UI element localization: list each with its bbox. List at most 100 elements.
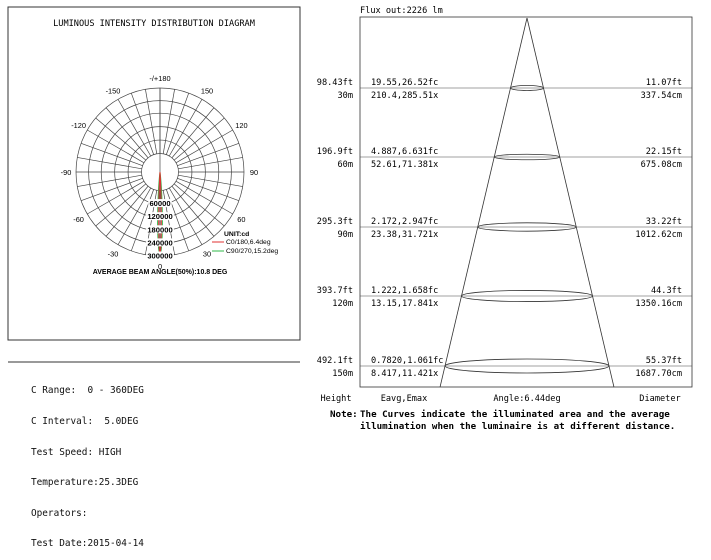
polar-spoke [117, 99, 152, 157]
height-m-label: 150m [332, 369, 353, 379]
polar-chart-title: LUMINOUS INTENSITY DISTRIBUTION DIAGRAM [53, 19, 255, 29]
illuminance-fc-label: 1.222,1.658fc [371, 286, 438, 296]
polar-spoke [175, 180, 233, 215]
height-ft-label: 393.7ft [317, 286, 353, 296]
info-test-speed: Test Speed: HIGH [31, 446, 122, 458]
illuminance-fc-label: 19.55,26.52fc [371, 78, 438, 88]
cone-diagram: 98.43ft30m19.55,26.52fc210.4,285.51x11.0… [317, 17, 692, 388]
illuminated-area-ellipse [510, 85, 544, 91]
polar-angle-label: -/+180 [149, 74, 170, 83]
diameter-cm-label: 337.54cm [641, 91, 682, 101]
unit-label: UNIT:cd [224, 231, 249, 238]
polar-spoke [171, 107, 215, 159]
polar-angle-label: 90 [250, 168, 258, 177]
info-c-interval: C Interval: 5.0DEG [31, 416, 139, 427]
illuminance-lx-label: 13.15,17.841x [371, 299, 438, 309]
legend-c90-label: C90/270,15.2deg [226, 248, 278, 255]
height-m-label: 120m [332, 299, 353, 309]
illuminance-lx-label: 23.38,31.721x [371, 230, 438, 240]
polar-spoke [80, 142, 143, 167]
diameter-ft-label: 44.3ft [651, 286, 682, 296]
illuminated-area-ellipse [444, 358, 610, 374]
polar-spoke [87, 180, 145, 215]
polar-spoke [105, 185, 149, 237]
illuminated-area-ellipse [493, 153, 561, 161]
polar-spoke [178, 157, 243, 170]
polar-diagram: -/+180150-150120-12090-9060-6030-3006000… [61, 74, 258, 271]
polar-spoke [80, 177, 143, 202]
polar-spoke [171, 185, 215, 237]
diameter-cm-label: 1012.62cm [635, 230, 682, 240]
polar-spoke [95, 183, 147, 227]
polar-spoke [130, 92, 155, 155]
polar-spoke [178, 174, 243, 187]
diameter-ft-label: 11.07ft [646, 78, 682, 88]
illuminated-area-ellipse [461, 290, 593, 302]
polar-angle-label: -90 [61, 168, 72, 177]
polar-angle-label: -150 [106, 87, 121, 96]
polar-spoke [168, 187, 203, 245]
height-ft-label: 492.1ft [317, 356, 353, 366]
note-line-1: The Curves indicate the illuminated area… [360, 409, 670, 420]
intensity-label-bg [146, 238, 174, 247]
polar-spoke [105, 107, 149, 159]
polar-spoke [173, 183, 225, 227]
intensity-label-bg [148, 199, 172, 208]
col-eavg-label: Eavg,Emax [381, 394, 428, 404]
col-diameter-label: Diameter [639, 394, 680, 404]
info-temperature: Temperature:25.3DEG [31, 477, 139, 489]
flux-text: Flux out:2226 lm [360, 6, 443, 16]
illuminance-fc-label: 2.172,2.947fc [371, 217, 438, 227]
beam-angle-text: AVERAGE BEAM ANGLE(50%):10.8 DEG [93, 269, 228, 276]
polar-spoke [168, 99, 203, 157]
info-test-date: Test Date:2015-04-14 [31, 538, 144, 550]
legend-c0: C0/180,6.4deg [212, 239, 271, 246]
polar-angle-label: -60 [73, 215, 84, 224]
polar-spoke [77, 157, 142, 170]
polar-spoke [162, 89, 175, 154]
diameter-cm-label: 1687.70cm [635, 369, 682, 379]
polar-angle-label: 60 [237, 215, 245, 224]
height-ft-label: 295.3ft [317, 217, 353, 227]
note-label: Note: [330, 409, 358, 420]
intensity-label: 300000 [147, 252, 172, 261]
intensity-label-bg [146, 212, 174, 221]
photometric-report: LUMINOUS INTENSITY DISTRIBUTION DIAGRAM … [7, 6, 693, 432]
height-ft-label: 196.9ft [317, 147, 353, 157]
polar-spoke [177, 142, 240, 167]
height-ft-label: 98.43ft [317, 78, 353, 88]
intensity-label-bg [146, 225, 174, 234]
intensity-label: 180000 [147, 225, 172, 234]
col-height-label: Height [320, 394, 351, 404]
polar-spoke [77, 174, 142, 187]
legend-c90: C90/270,15.2deg [212, 248, 278, 255]
polar-panel-frame [7, 6, 301, 341]
diameter-ft-label: 33.22ft [646, 217, 682, 227]
illuminated-area-ellipse [477, 222, 577, 232]
illuminance-fc-label: 0.7820,1.061fc [371, 356, 443, 366]
illuminance-lx-label: 52.61,71.381x [371, 160, 438, 170]
polar-spoke [117, 187, 152, 245]
illuminance-lx-label: 210.4,285.51x [371, 91, 438, 101]
diameter-cm-label: 1350.16cm [635, 299, 682, 309]
polar-spoke [145, 89, 158, 154]
polar-spoke [165, 92, 190, 155]
cone-left-edge [439, 17, 528, 388]
cone-right-edge [526, 17, 615, 388]
legend-c0-label: C0/180,6.4deg [226, 239, 271, 246]
polar-angle-label: 30 [203, 249, 211, 258]
polar-angle-label: -30 [108, 249, 119, 258]
polar-angle-label: 0 [158, 262, 162, 271]
intensity-label: 120000 [147, 212, 172, 221]
polar-angle-label: 150 [201, 87, 213, 96]
intensity-label: 60000 [149, 199, 170, 208]
polar-angle-label: 120 [235, 121, 247, 130]
test-info-block: C Range: 0 - 360DEG C Interval: 5.0DEG T… [31, 366, 144, 560]
height-m-label: 90m [337, 230, 353, 240]
height-m-label: 60m [337, 160, 353, 170]
diameter-cm-label: 675.08cm [641, 160, 682, 170]
cone-angle-text: Angle:6.44deg [493, 394, 560, 404]
polar-spoke [175, 129, 233, 164]
intensity-label-bg [146, 251, 174, 260]
info-c-range: C Range: 0 - 360DEG [31, 385, 144, 397]
